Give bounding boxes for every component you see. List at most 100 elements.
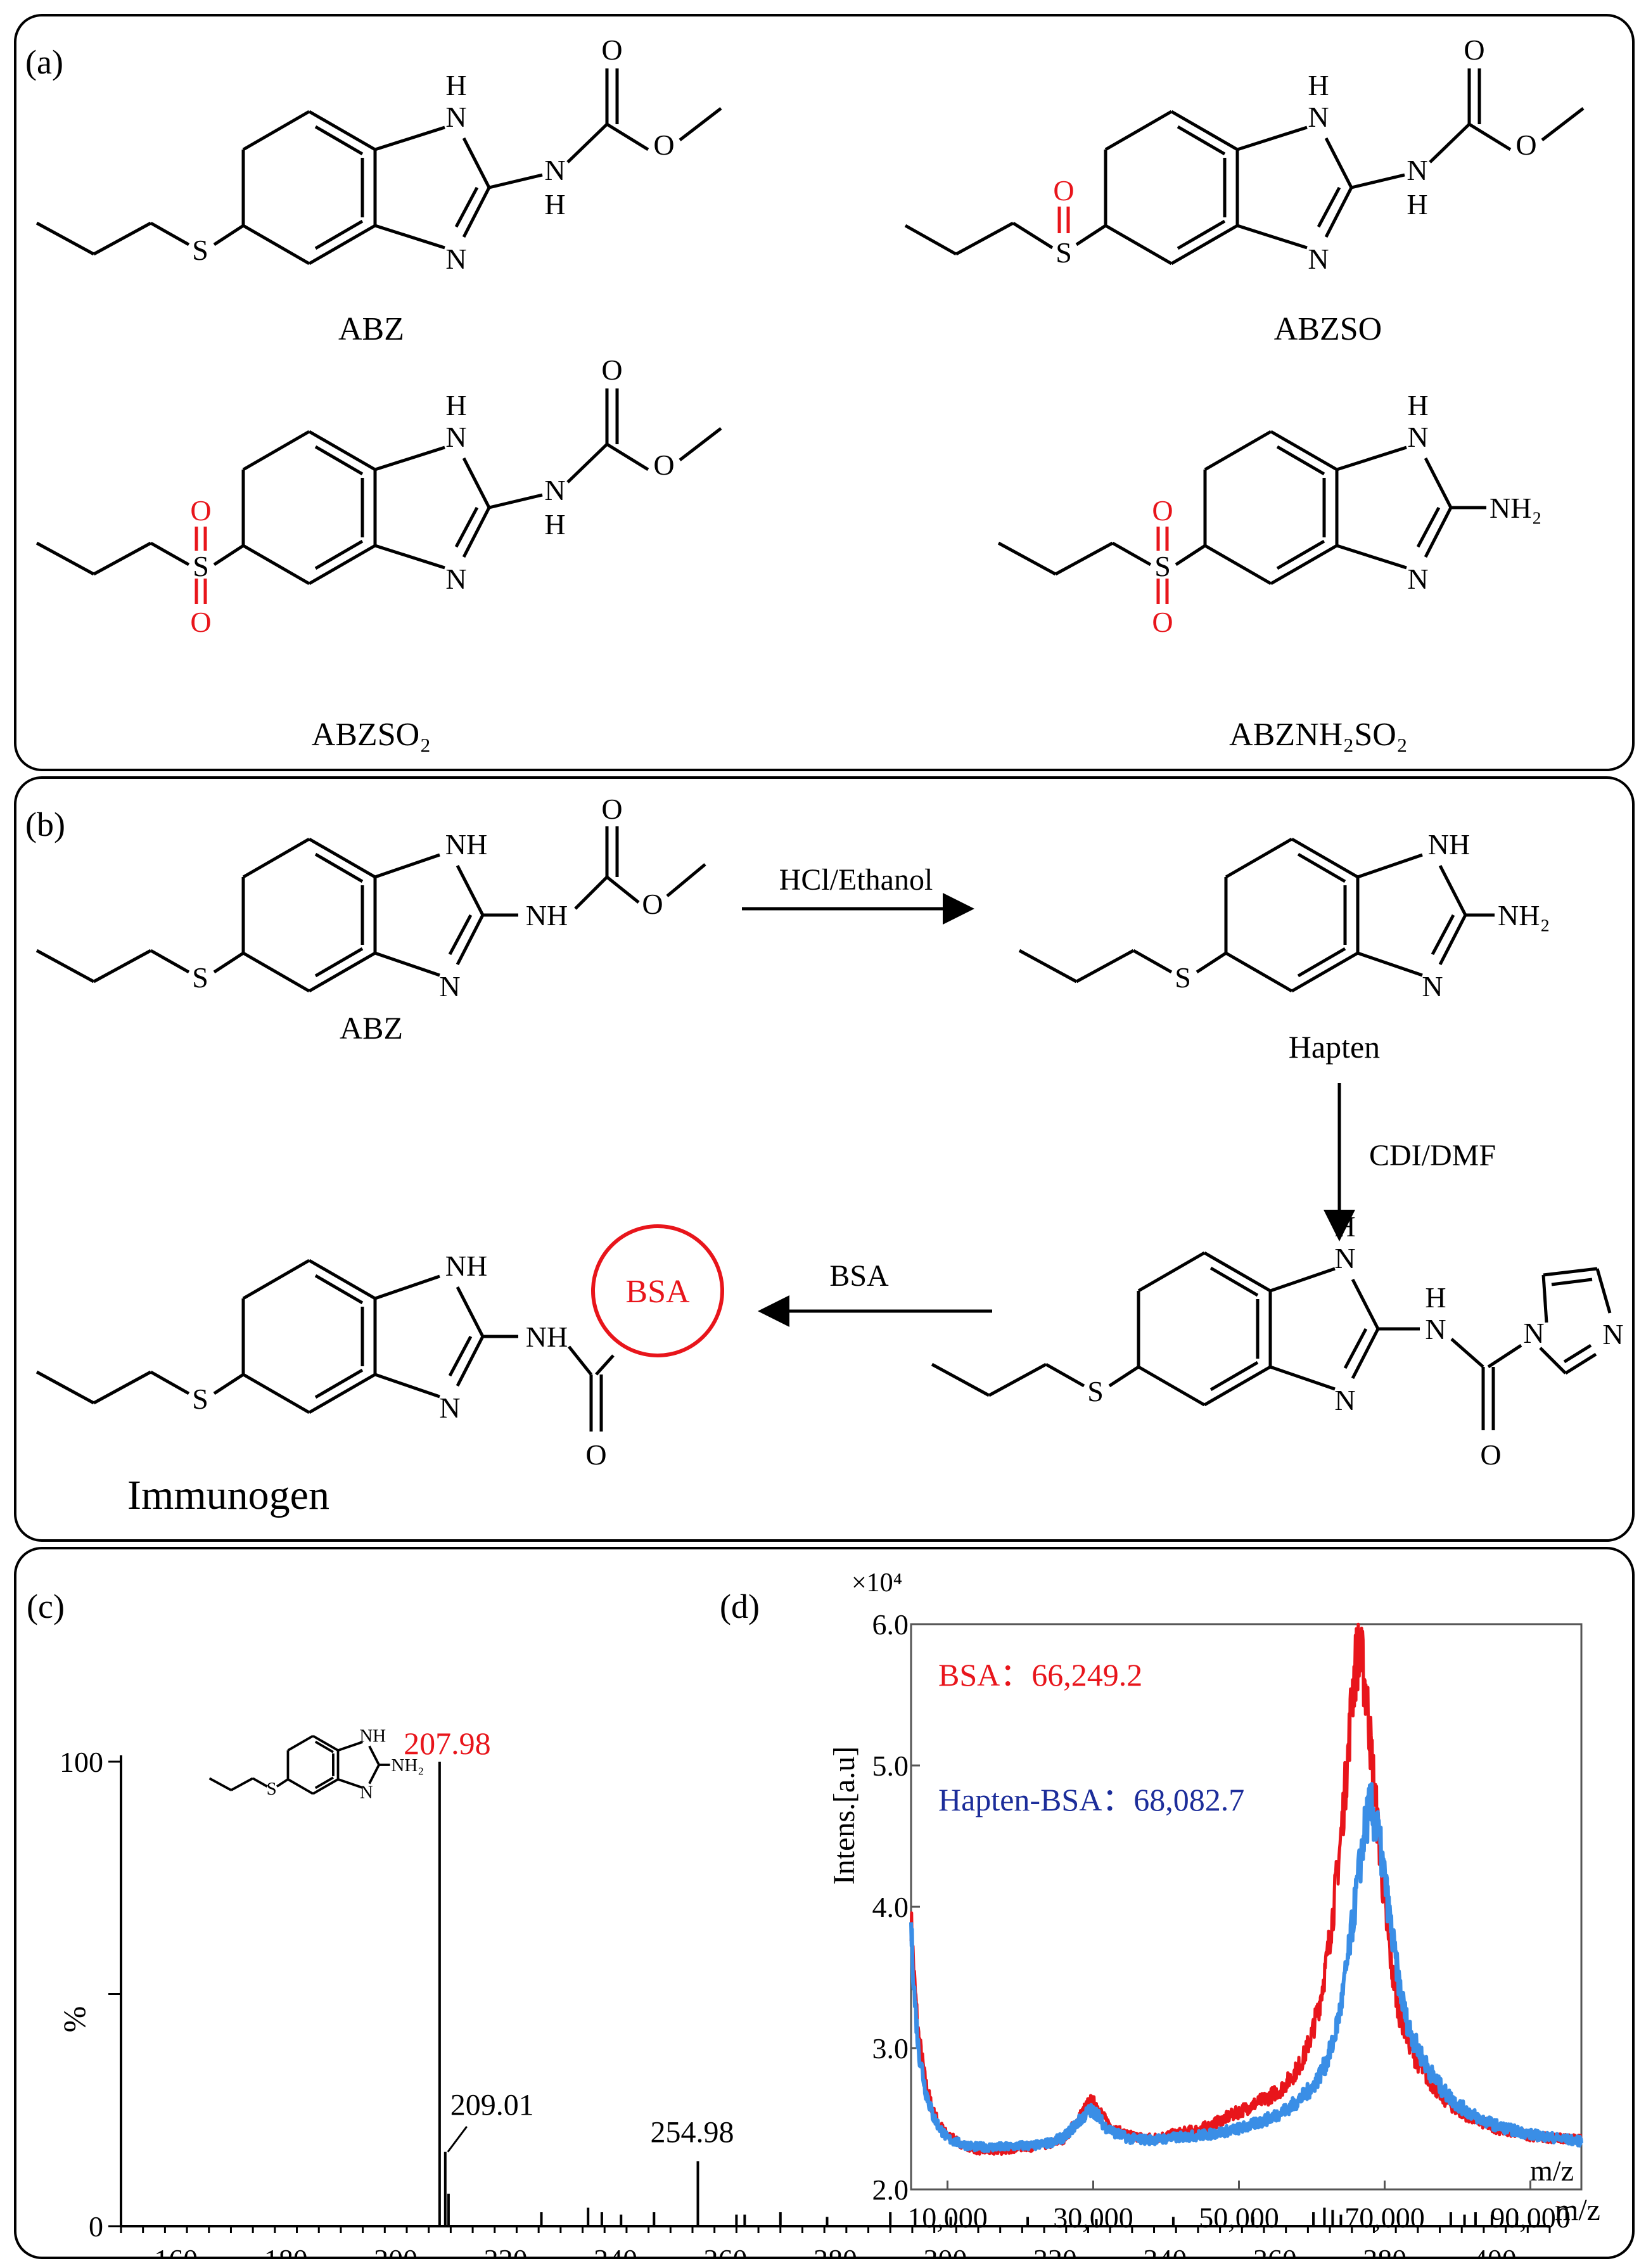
- compound-label-abz: ABZ: [338, 311, 404, 347]
- immunogen-structure: NH NH O: [37, 1250, 615, 1471]
- abz-structure: S: [35, 34, 721, 275]
- inset-nh: NH: [359, 1726, 386, 1746]
- step1-reagent: HCl/Ethanol: [779, 863, 933, 897]
- y-tick-label-c: 0: [89, 2210, 103, 2243]
- svg-text:S: S: [193, 550, 209, 582]
- y-tick-label-c: 100: [60, 1746, 103, 1778]
- panel-label-d: (d): [720, 1587, 760, 1625]
- svg-text:O: O: [642, 888, 663, 920]
- abzso2-structure: S O O: [35, 354, 721, 638]
- abznh2so2-structure: N H N NH₂ S O O: [997, 389, 1541, 638]
- svg-text:N: N: [1407, 563, 1428, 595]
- compound-label-abznh2so2: ABZNH₂SO₂: [1229, 717, 1408, 753]
- svg-text:O: O: [1152, 494, 1173, 527]
- abzso-structure: S O: [904, 34, 1583, 275]
- panel-c: (c) (d) NH NH₂ N S 16018020022: [14, 1547, 1635, 2268]
- peak-label-base: 207.98: [404, 1726, 491, 1761]
- series-line-hapten-bsa: [909, 1782, 1583, 2153]
- svg-text:NH: NH: [445, 1250, 487, 1282]
- chart-d-maldi: 2.0 3.0 4.0 5.0 6.0 10,000 30,000 50,000 70,000 9…: [827, 1568, 1583, 2234]
- y-axis-label-c: %: [56, 2006, 92, 2033]
- y-tick-label-d: 2.0: [872, 2174, 909, 2206]
- svg-text:O: O: [190, 606, 211, 638]
- inset-s: S: [267, 1779, 277, 1799]
- svg-text:H: H: [1407, 389, 1428, 421]
- x-tick-label-c: 300: [923, 2243, 967, 2257]
- x-axis-label-d: m/z: [1530, 2155, 1574, 2187]
- x-tick-label-d: 30,000: [1053, 2201, 1133, 2234]
- step2-reagent: CDI/DMF: [1369, 1139, 1496, 1172]
- nh2-label: NH₂: [1490, 492, 1541, 524]
- y-tick-label-d: 4.0: [872, 1891, 909, 1923]
- svg-text:O: O: [601, 793, 622, 825]
- svg-text:H: H: [1425, 1281, 1446, 1314]
- svg-text:N: N: [1425, 1313, 1446, 1345]
- step3-reagent: BSA: [829, 1259, 889, 1293]
- svg-text:H: H: [1334, 1210, 1355, 1243]
- x-tick-label-c: 180: [264, 2243, 308, 2257]
- inset-hapten-structure: NH NH₂ N S: [208, 1726, 424, 1802]
- svg-text:N: N: [1407, 421, 1428, 453]
- y-tick-label-d: 6.0: [872, 1608, 909, 1641]
- bsa-circle-text: BSA: [625, 1274, 690, 1310]
- legend-bsa: BSA：66,249.2: [938, 1657, 1142, 1693]
- x-tick-label-c: 220: [484, 2243, 528, 2257]
- inset-n: N: [360, 1782, 373, 1802]
- x-tick-label-d: 90,000: [1490, 2201, 1571, 2234]
- hapten-structure: NH NH₂: [1019, 828, 1550, 1003]
- abz-reactant-structure: NH NH O O: [37, 793, 706, 1003]
- svg-text:NH: NH: [445, 828, 487, 861]
- panel-label: (b): [25, 805, 65, 843]
- series-line-bsa: [909, 1622, 1583, 2156]
- x-tick-label-c: 360: [1253, 2243, 1297, 2257]
- peak-leader: [447, 2125, 468, 2153]
- svg-text:S: S: [1056, 236, 1072, 269]
- svg-text:N: N: [1334, 1242, 1355, 1274]
- panel-b: S N (b) NH NH O O ABZ HCl/Ethanol NH NH₂…: [14, 776, 1635, 1542]
- x-tick-label-c: 380: [1363, 2243, 1407, 2257]
- hapten-label: Hapten: [1289, 1029, 1380, 1065]
- x-tick-label-c: 160: [154, 2243, 198, 2257]
- panel-a-svg: N H N N H O O (a) S ABZ: [25, 16, 1632, 753]
- immunogen-label: Immunogen: [127, 1472, 329, 1518]
- panel-label-c: (c): [27, 1587, 65, 1625]
- svg-text:S: S: [1154, 550, 1171, 582]
- y-tick-label-d: 5.0: [872, 1750, 909, 1782]
- x-tick-label-c: 280: [813, 2243, 857, 2257]
- panel-a: N H N N H O O (a) S ABZ: [14, 14, 1635, 771]
- x-tick-label-c: 240: [594, 2243, 637, 2257]
- svg-text:NH: NH: [526, 899, 568, 932]
- y-scale-note-d: ×10⁴: [852, 1568, 902, 1598]
- svg-text:N: N: [1602, 1318, 1623, 1350]
- legend-hapten-bsa: Hapten-BSA：68,082.7: [938, 1782, 1244, 1817]
- x-tick-label-d: 70,000: [1344, 2201, 1425, 2234]
- abz-label: ABZ: [340, 1010, 403, 1046]
- svg-text:NH: NH: [526, 1321, 568, 1353]
- panel-c-svg: (c) (d) NH NH₂ N S 16018020022: [27, 1568, 1600, 2268]
- panel-b-svg: S N (b) NH NH O O ABZ HCl/Ethanol NH NH₂…: [25, 793, 1624, 1518]
- x-tick-label-c: 320: [1033, 2243, 1077, 2257]
- x-tick-label-d: 50,000: [1199, 2201, 1279, 2234]
- svg-text:O: O: [1480, 1438, 1501, 1471]
- x-tick-label-c: 340: [1143, 2243, 1187, 2257]
- compound-label-abzso: ABZSO: [1274, 311, 1382, 347]
- nh2-label: NH₂: [1498, 899, 1550, 932]
- svg-text:O: O: [1152, 606, 1173, 638]
- peak-label: 209.01: [450, 2089, 534, 2122]
- compound-label-abzso2: ABZSO₂: [312, 717, 431, 753]
- x-tick-label-c: 260: [704, 2243, 748, 2257]
- panel-label: (a): [25, 43, 63, 81]
- svg-text:N: N: [1523, 1317, 1544, 1349]
- x-axis-label-c: m/z: [1555, 2193, 1600, 2227]
- inset-nh2: NH₂: [392, 1755, 424, 1776]
- svg-text:O: O: [585, 1438, 606, 1471]
- x-tick-label-d: 10,000: [907, 2201, 988, 2234]
- x-tick-label-c: 400: [1473, 2243, 1517, 2257]
- svg-text:O: O: [190, 494, 211, 527]
- x-tick-label-c: 200: [374, 2243, 418, 2257]
- intermediate-structure: N H N H N N O: [932, 1210, 1624, 1471]
- svg-text:O: O: [1053, 174, 1074, 207]
- svg-text:S: S: [192, 234, 208, 266]
- y-tick-label-d: 3.0: [872, 2032, 909, 2065]
- bsa-circle: [591, 1224, 724, 1357]
